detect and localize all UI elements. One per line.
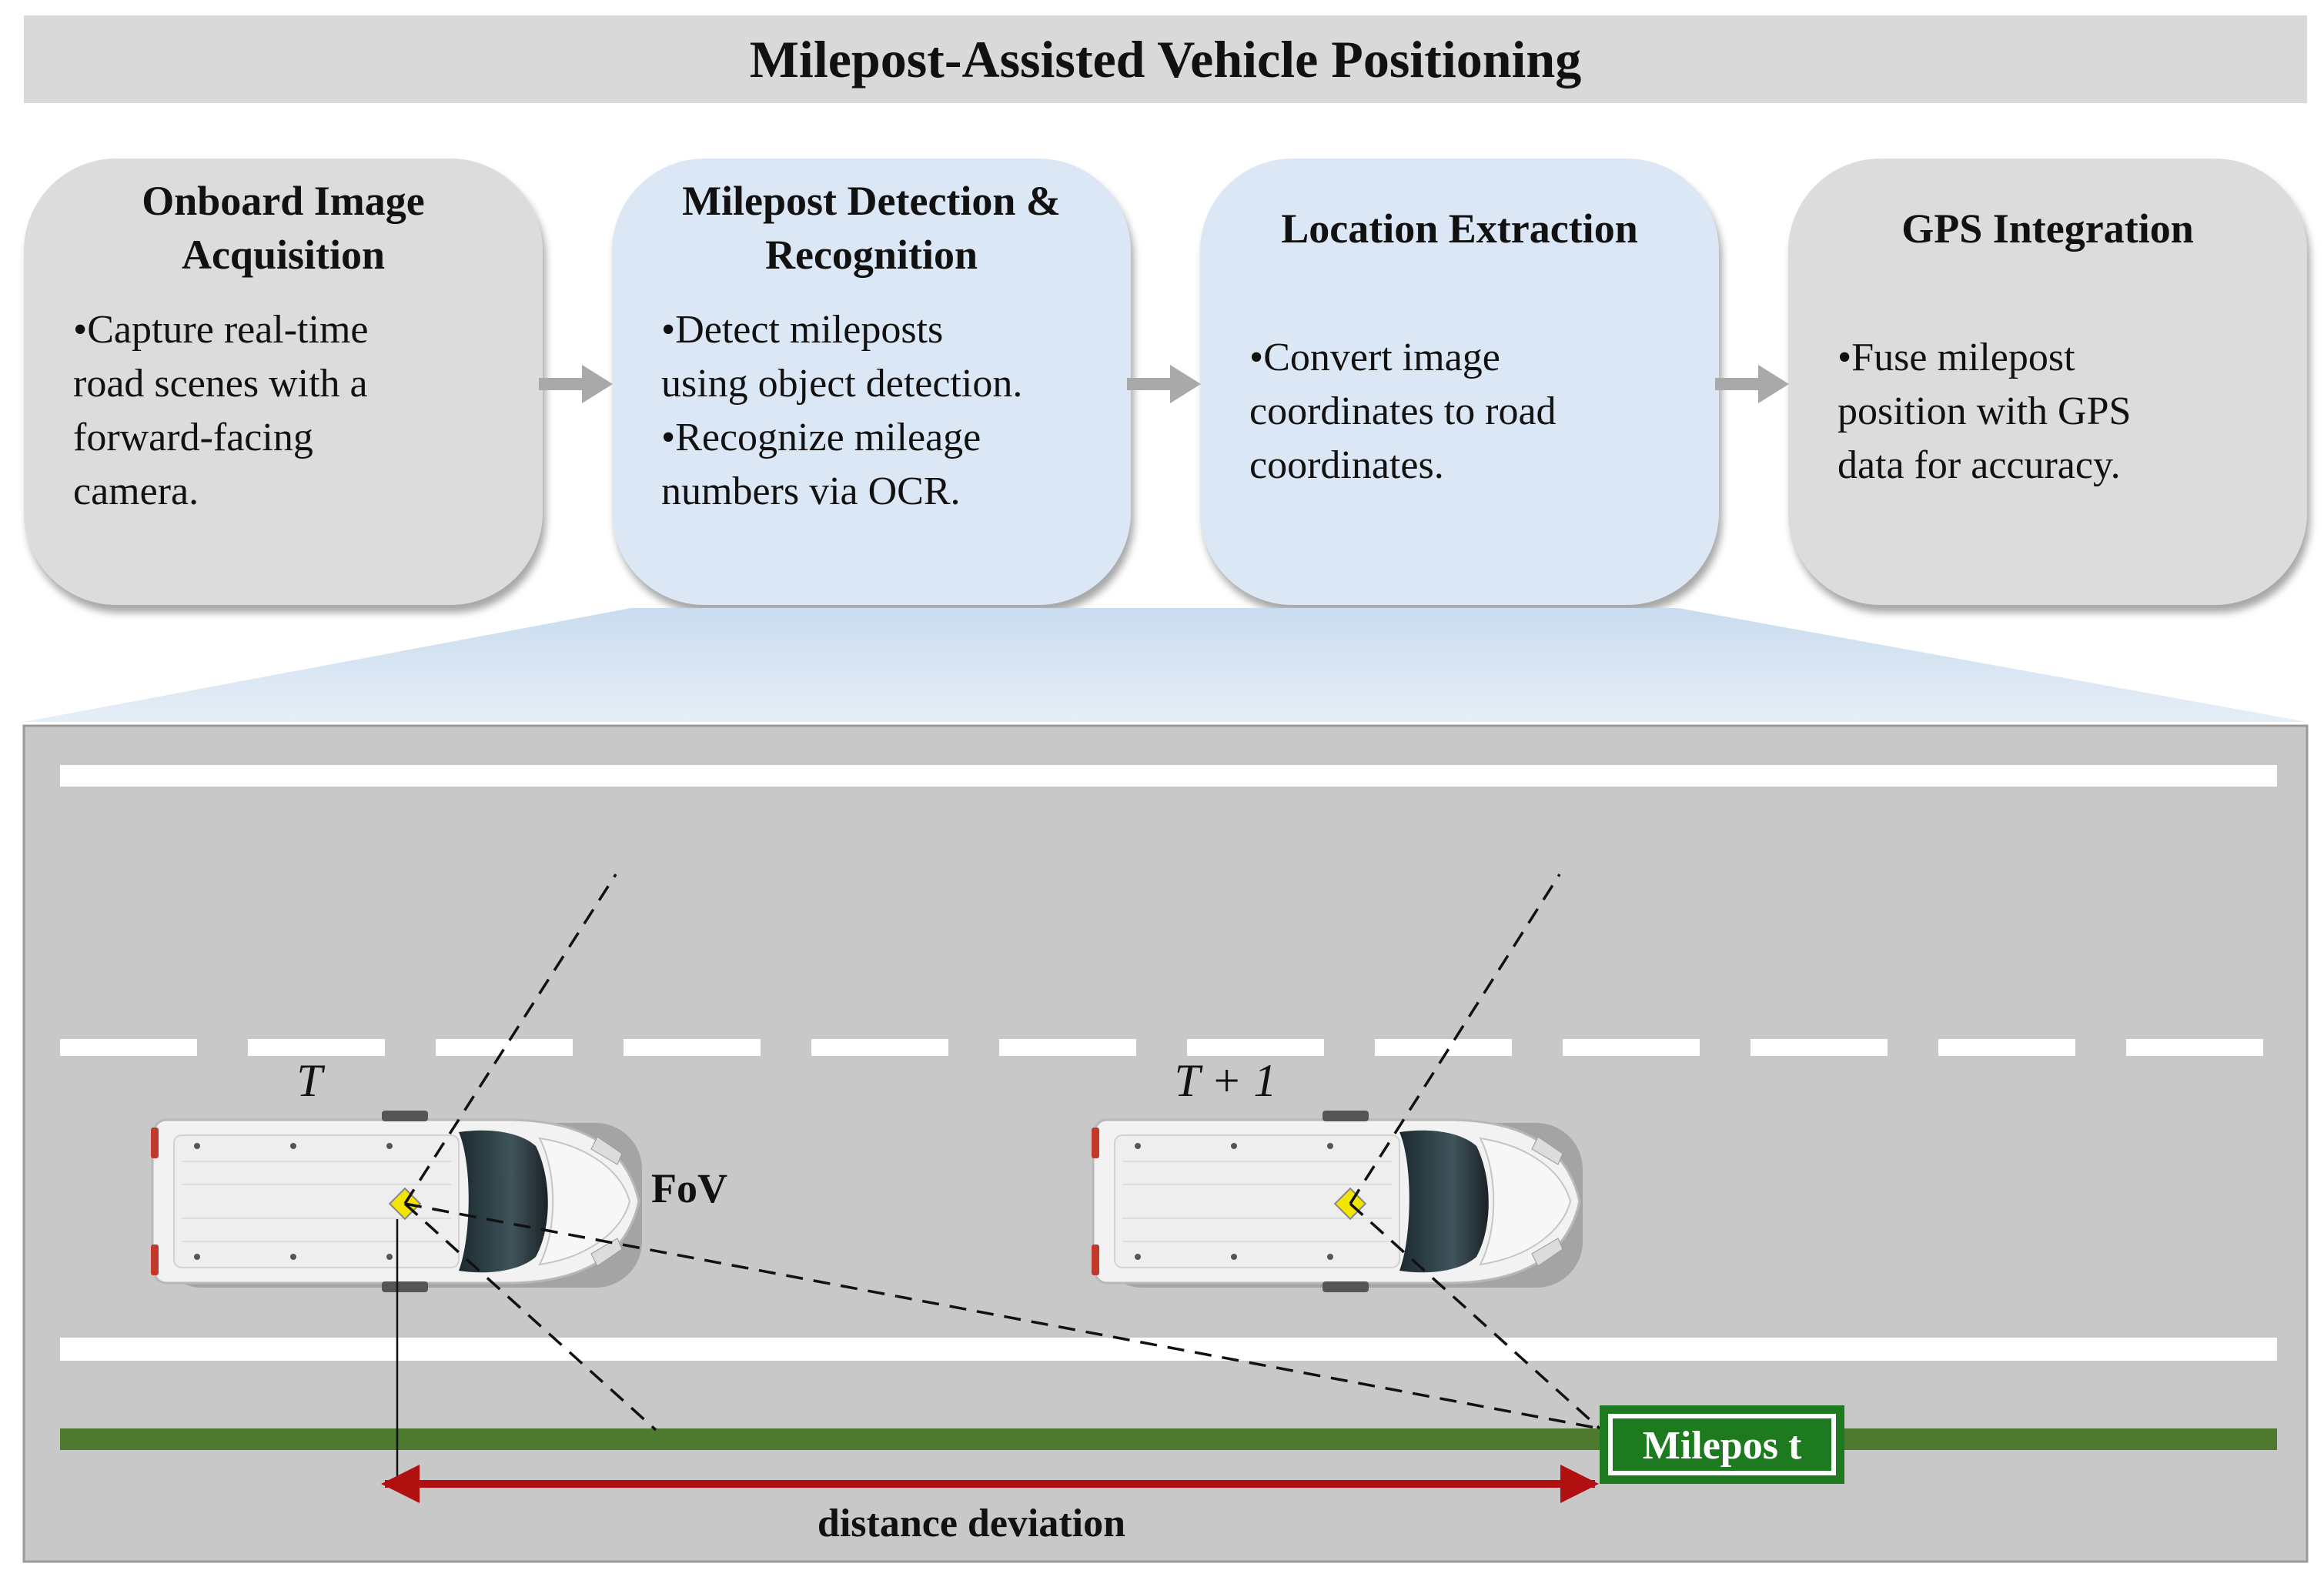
- bullet-item: •Capture real-time road scenes with a fo…: [73, 308, 369, 513]
- diagram-title: Milepost-Assisted Vehicle Positioning: [749, 29, 1582, 89]
- stage-bullets: •Capture real-time road scenes with a fo…: [73, 303, 520, 519]
- stage-title: Location Extraction: [1281, 205, 1638, 252]
- flow-arrow-icon: [539, 365, 613, 403]
- lane-line-solid: [60, 765, 2277, 787]
- bullet-item: •Recognize mileage numbers via OCR.: [661, 416, 981, 513]
- stage-image-acquisition: Onboard Image Acquisition •Capture real-…: [24, 159, 543, 605]
- bullet-item: •Detect mileposts using object detection…: [661, 308, 1023, 406]
- bullet-item: •Convert image coordinates to road coord…: [1249, 336, 1557, 487]
- fov-label: FoV: [651, 1165, 727, 1211]
- title-banner: Milepost-Assisted Vehicle Positioning: [24, 15, 2307, 103]
- distance-deviation-label: distance deviation: [818, 1502, 1125, 1545]
- stage-gps-integration: GPS Integration •Fuse milepost position …: [1788, 159, 2307, 605]
- stage-title: Onboard Image Acquisition: [142, 178, 425, 278]
- milepost-sign: [1600, 1405, 1844, 1484]
- time-label-t: T: [296, 1055, 325, 1106]
- flow-arrow-icon: [1715, 365, 1789, 403]
- stage-location-extraction: Location Extraction •Convert image coord…: [1200, 159, 1719, 605]
- milepost-label: Milepos t: [1643, 1424, 1802, 1468]
- lane-line-solid: [60, 1338, 2277, 1361]
- zoom-projection: [24, 608, 2307, 722]
- time-label-t1: T + 1: [1175, 1055, 1277, 1106]
- fov-lines-t1: [1349, 874, 1601, 1430]
- lane-line-dashed: [60, 1039, 2263, 1056]
- roadside-line: [60, 1428, 2277, 1450]
- stage-bullets: •Detect mileposts using object detection…: [661, 303, 1108, 519]
- stage-title: Milepost Detection & Recognition: [682, 178, 1061, 278]
- stage-title: GPS Integration: [1901, 205, 2194, 252]
- bullet-item: •Fuse milepost position with GPS data fo…: [1837, 336, 2132, 487]
- stage-milepost-detection: Milepost Detection & Recognition •Detect…: [612, 159, 1131, 605]
- fov-lines-t: [403, 874, 1600, 1432]
- stage-bullets: •Convert image coordinates to road coord…: [1249, 331, 1696, 493]
- flow-arrow-icon: [1127, 365, 1201, 403]
- stage-bullets: •Fuse milepost position with GPS data fo…: [1837, 331, 2284, 493]
